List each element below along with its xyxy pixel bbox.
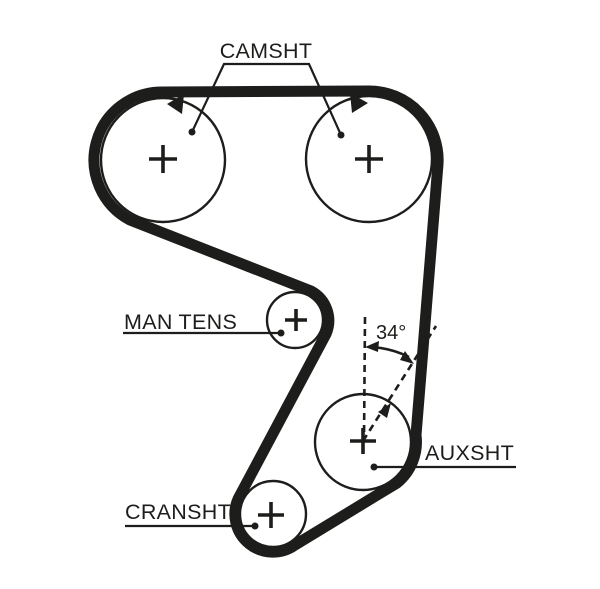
camshaft-leader-line xyxy=(191,62,343,136)
timing-mark-right-icon xyxy=(350,93,368,113)
auxiliary-shaft-label: AUXSHT xyxy=(425,441,514,465)
manual-tensioner-label: MAN TENS xyxy=(124,310,237,334)
auxiliary-leader-dot xyxy=(370,463,378,471)
center-mark-crankshaft xyxy=(258,502,284,528)
camshaft-label: CAMSHT xyxy=(220,39,313,63)
angle-arc-arrowhead-right-icon xyxy=(400,351,414,364)
crankshaft-leader-dot xyxy=(251,522,259,530)
center-mark-camshaft-right xyxy=(355,145,383,173)
diagonal-arrowhead-icon xyxy=(378,403,391,418)
center-mark-tensioner xyxy=(285,309,307,331)
angle-arc-arrowhead-left-icon xyxy=(365,341,379,352)
crankshaft-label: CRANSHT xyxy=(125,500,231,524)
angle-diagonal-dashed-line xyxy=(361,325,438,442)
camshaft-leader-dot-right xyxy=(337,131,345,139)
center-mark-camshaft-left xyxy=(149,145,177,173)
angle-vertical-dashed-line xyxy=(362,316,367,442)
timing-mark-left-icon xyxy=(167,94,184,114)
timing-belt xyxy=(88,85,444,558)
camshaft-leader-dot-left xyxy=(188,128,196,136)
tensioner-leader-dot xyxy=(277,329,285,337)
angle-value-label: 34° xyxy=(376,322,406,344)
